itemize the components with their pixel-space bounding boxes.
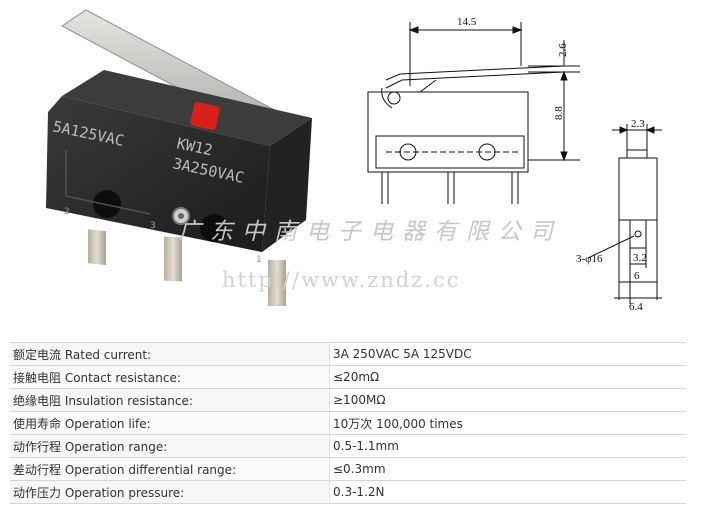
product-figure: 5A125VAC KW12 3A250VAC 2 3 1 — [46, 9, 662, 313]
terminal-label-1: 1 — [256, 255, 262, 265]
terminal-2 — [88, 229, 106, 266]
table-row: 动作压力 Operation pressure: 0.3-1.2N — [10, 480, 686, 504]
spec-value: ≥100MΩ — [329, 388, 686, 412]
spec-value: 10万次 100,000 times — [329, 411, 686, 435]
front-view-drawing — [367, 22, 580, 204]
table-row: 使用寿命 Operation life: 10万次 100,000 times — [10, 411, 686, 435]
side-dim-6: 6 — [634, 270, 640, 282]
mount-hole-left — [93, 190, 121, 218]
spec-value: 0.5-1.1mm — [329, 434, 686, 458]
spec-table: 额定电流 Rated current: 3A 250VAC 5A 125VDC … — [10, 342, 686, 504]
actuator-button — [190, 102, 220, 130]
dim-width: 14.5 — [457, 16, 477, 28]
table-row: 接触电阻 Contact resistance: ≤20mΩ — [10, 365, 686, 389]
side-dim-top: 2.3 — [631, 118, 645, 130]
spec-label: 接触电阻 Contact resistance: — [10, 365, 330, 389]
terminal-label-3: 3 — [150, 221, 156, 231]
side-view-drawing — [587, 124, 662, 304]
spec-value: 0.3-1.2N — [329, 480, 686, 504]
dim-height: 8.8 — [553, 106, 565, 120]
terminal-3 — [164, 236, 182, 282]
table-row: 绝缘电阻 Insulation resistance: ≥100MΩ — [10, 388, 686, 412]
spec-label: 绝缘电阻 Insulation resistance: — [10, 388, 330, 412]
side-dim-hole: 3-φ16 — [576, 253, 603, 265]
spec-value: ≤0.3mm — [329, 457, 686, 481]
side-dim-3-2: 3.2 — [633, 252, 647, 264]
terminal-label-2: 2 — [64, 207, 70, 217]
side-dim-6-4: 6.4 — [629, 301, 643, 313]
table-row: 差动行程 Operation differential range: ≤0.3m… — [10, 457, 686, 481]
spec-label: 额定电流 Rated current: — [10, 342, 330, 366]
terminal-1 — [268, 260, 286, 306]
table-row: 动作行程 Operation range: 0.5-1.1mm — [10, 434, 686, 458]
dim-actuator: 2.6 — [557, 43, 569, 57]
switch-body-top — [62, 70, 312, 146]
spec-value: ≤20mΩ — [329, 365, 686, 389]
spec-label: 动作行程 Operation range: — [10, 434, 330, 458]
spec-value: 3A 250VAC 5A 125VDC — [329, 342, 686, 366]
table-row: 额定电流 Rated current: 3A 250VAC 5A 125VDC — [10, 342, 686, 366]
switch-body-side — [262, 118, 312, 252]
spec-label: 差动行程 Operation differential range: — [10, 457, 330, 481]
mount-hole-right — [200, 214, 228, 242]
spec-label: 使用寿命 Operation life: — [10, 411, 330, 435]
spec-label: 动作压力 Operation pressure: — [10, 480, 330, 504]
switch-photo: 5A125VAC KW12 3A250VAC 2 3 1 — [46, 9, 312, 306]
